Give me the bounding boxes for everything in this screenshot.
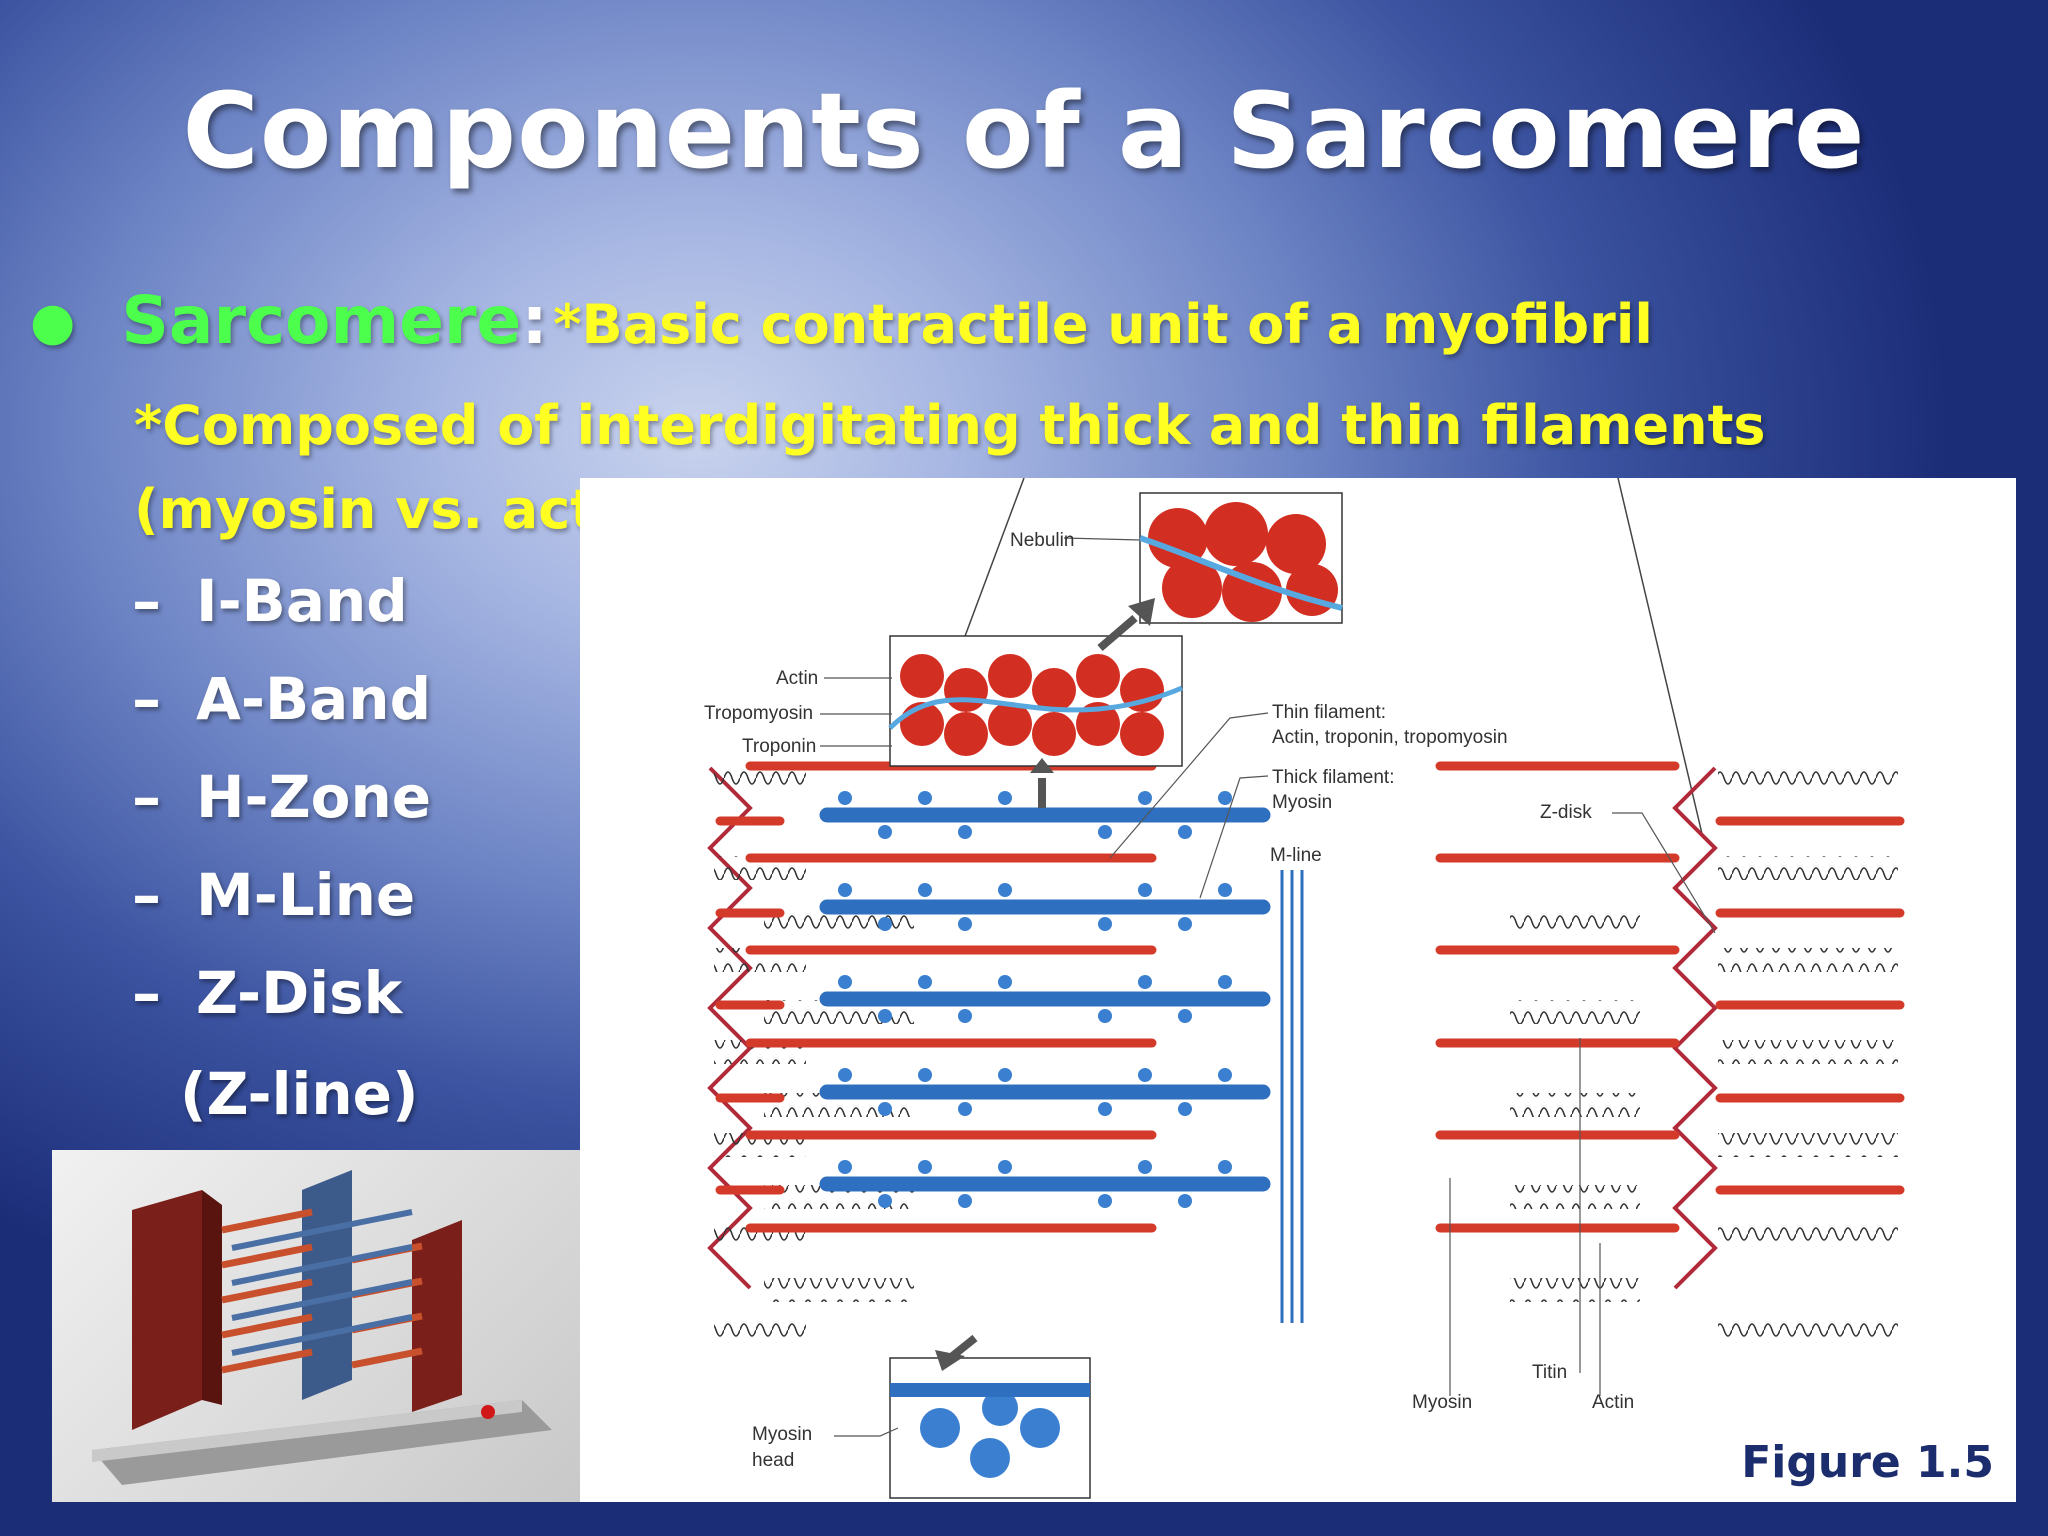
label-troponin: Troponin — [742, 736, 816, 757]
label-nebulin: Nebulin — [1010, 530, 1074, 551]
label-m-line: M-line — [1270, 845, 1322, 866]
bullet-definition-1: *Basic contractile unit of a myofibril — [553, 293, 1653, 356]
label-myosin: Myosin — [1412, 1392, 1472, 1413]
label-thin-filament-1: Thin filament: — [1272, 702, 1386, 723]
label-tropomyosin: Tropomyosin — [704, 703, 813, 724]
label-thin-filament-2: Actin, troponin, tropomyosin — [1272, 727, 1508, 748]
bullet-colon: : — [521, 282, 548, 359]
figure-caption: Figure 1.5 — [1741, 1437, 1994, 1488]
label-actin-bottom: Actin — [1592, 1392, 1634, 1413]
bullet-dot-icon: ● — [30, 292, 76, 352]
band-item-z-disk: –Z-Disk — [132, 959, 403, 1027]
band-item-m-line: –M-Line — [132, 861, 416, 929]
label-actin-top: Actin — [776, 668, 818, 689]
bullet-sarcomere: ● Sarcomere: *Basic contractile unit of a… — [30, 282, 1653, 359]
band-item-z-line-continuation: (Z-line) — [180, 1060, 419, 1128]
band-item-a-band: –A-Band — [132, 665, 432, 733]
label-myosin-head-1: Myosin — [752, 1424, 812, 1445]
sarcomere-diagram: Nebulin Actin Tropomyosin Troponin Thin … — [580, 478, 2016, 1502]
bullet-term: Sarcomere — [121, 282, 522, 359]
band-item-h-zone: –H-Zone — [132, 763, 432, 831]
label-myosin-head-2: head — [752, 1450, 794, 1471]
sarcomere-svg: Nebulin Actin Tropomyosin Troponin Thin … — [704, 478, 1905, 1499]
slide-title: Components of a Sarcomere — [182, 70, 1866, 192]
label-thick-filament-1: Thick filament: — [1272, 767, 1394, 788]
sarcomere-model-photo — [52, 1150, 584, 1502]
label-z-disk: Z-disk — [1540, 802, 1592, 823]
band-item-i-band: –I-Band — [132, 567, 408, 635]
label-titin: Titin — [1532, 1362, 1567, 1383]
band-list: –I-Band –A-Band –H-Zone –M-Line –Z-Disk — [132, 566, 431, 1056]
label-thick-filament-2: Myosin — [1272, 792, 1332, 813]
